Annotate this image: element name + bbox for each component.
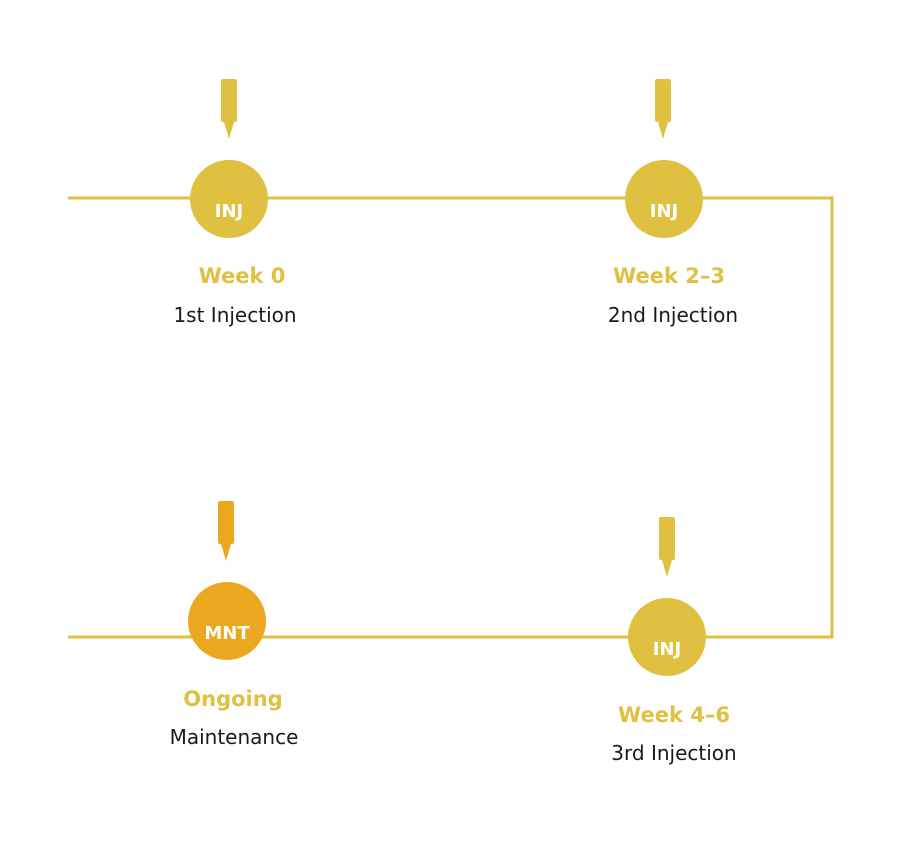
syringe-icon [218,501,234,561]
step-node [628,598,706,676]
step-node-label: INJ [215,201,243,222]
step-title: Ongoing [183,687,282,711]
step-title: Week 0 [199,264,286,288]
step-title: Week 2–3 [613,264,725,288]
step-title: Week 4–6 [618,703,730,727]
step-week-4-6: INJ Week 4–6 3rd Injection [611,517,737,765]
step-node [190,160,268,238]
step-week-2-3: INJ Week 2–3 2nd Injection [608,79,738,327]
step-node [625,160,703,238]
step-description: Maintenance [170,725,299,749]
step-description: 1st Injection [173,303,296,327]
timeline-connector [68,196,834,639]
step-description: 3rd Injection [611,741,736,765]
syringe-icon [659,517,675,577]
step-week-0: INJ Week 0 1st Injection [173,79,297,327]
syringe-icon [655,79,671,139]
step-ongoing: MNT Ongoing Maintenance [170,501,299,749]
syringe-icon [221,79,237,139]
step-description: 2nd Injection [608,303,738,327]
step-node [188,582,266,660]
step-node-label: INJ [650,201,678,222]
step-node-label: MNT [204,623,250,644]
step-node-label: INJ [653,639,681,660]
